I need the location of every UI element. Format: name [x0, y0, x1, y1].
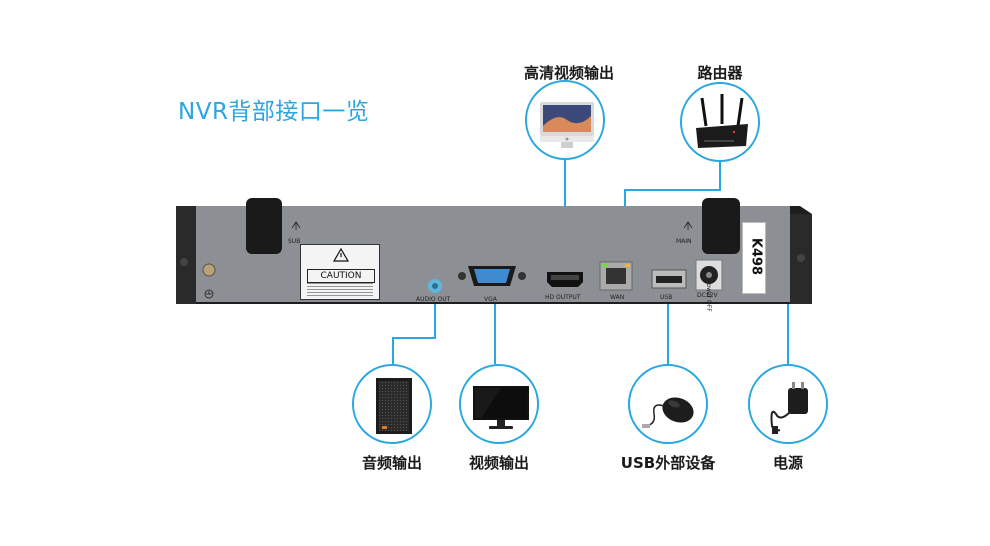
usb-external-label: USB外部设备 — [620, 454, 716, 472]
power-device — [748, 364, 828, 444]
video-output-label: 视频输出 — [468, 454, 529, 472]
hd-output-label: HD OUTPUT — [545, 294, 581, 301]
sub-antenna-label: SUB — [288, 238, 301, 245]
audio-out-label: AUDIO OUT — [416, 296, 451, 303]
mouse-icon — [642, 397, 694, 428]
main-antenna-label: MAIN — [676, 238, 692, 245]
hdmi-output-label: 高清视频输出 — [523, 64, 614, 82]
model-sticker: K498 — [742, 222, 766, 294]
router-label: 路由器 — [697, 64, 743, 82]
model-number: K498 — [748, 237, 764, 276]
imac-icon — [540, 102, 594, 148]
hdmi-display-device — [525, 80, 605, 160]
monitor-icon — [473, 386, 529, 429]
power-adapter-icon — [770, 382, 808, 434]
warning-icon — [333, 248, 349, 262]
usb-device — [628, 364, 708, 444]
speaker-device — [352, 364, 432, 444]
monitor-device — [459, 364, 539, 444]
speaker-icon — [376, 378, 412, 434]
router-icon — [696, 94, 748, 148]
audio-output-label: 音频输出 — [361, 454, 422, 472]
power-label: 电源 — [772, 454, 803, 472]
caution-text: CAUTION — [307, 269, 375, 283]
dc12v-label: DC12V — [697, 292, 718, 299]
usb-port-label: USB — [660, 294, 673, 301]
caution-sticker: CAUTION — [300, 244, 380, 300]
page-title: NVR背部接口一览 — [178, 99, 370, 125]
power-switch-label: Power OFF — [705, 280, 712, 312]
router-device — [680, 82, 760, 162]
vga-label: VGA — [484, 296, 497, 303]
wan-label: WAN — [610, 294, 625, 301]
